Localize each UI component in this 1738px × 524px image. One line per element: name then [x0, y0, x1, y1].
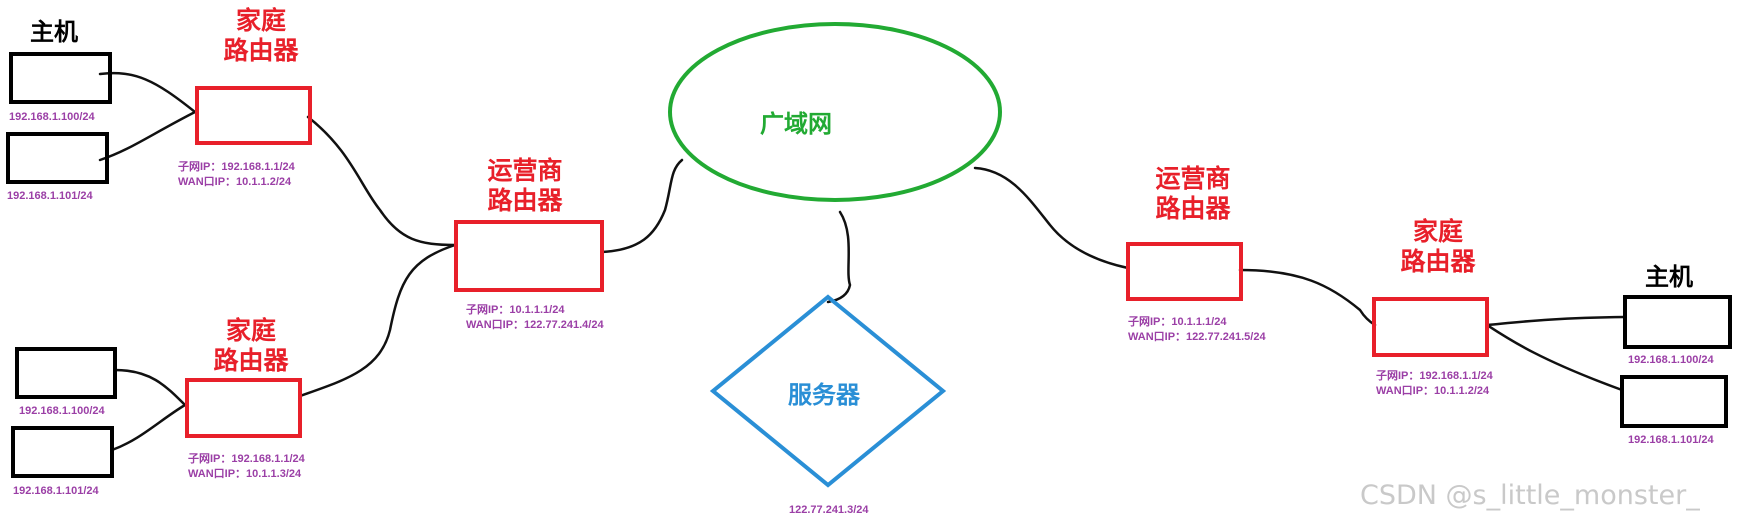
link-homerouter-host5 [1485, 315, 1627, 327]
watermark: CSDN @s_little_monster_ [1360, 480, 1700, 511]
host-ip-left-top-2: 192.168.1.101/24 [7, 190, 93, 202]
subnet-ip: 子网IP：192.168.1.1/24 [1376, 370, 1493, 382]
server-label: 服务器 [788, 382, 860, 409]
isp-router-right [1126, 242, 1243, 301]
host-box-right-1 [1623, 295, 1732, 349]
wan-port-ip: WAN口IP：122.77.241.4/24 [466, 319, 604, 331]
wan-label: 广域网 [760, 111, 832, 138]
home-router-title-line2: 路由器 [223, 37, 299, 65]
home-router-left-top [195, 86, 312, 145]
isp-router-right-info: 子网IP：10.1.1.1/24 WAN口IP：122.77.241.5/24 [1128, 315, 1266, 345]
wan-port-ip: WAN口IP：10.1.1.3/24 [188, 468, 302, 480]
subnet-ip: 子网IP：192.168.1.1/24 [188, 453, 305, 465]
link-wan-server [826, 210, 852, 304]
isp-router-title-line2: 路由器 [487, 187, 563, 215]
host-box-left-bottom-2 [11, 426, 114, 478]
host-ip-right-2: 192.168.1.101/24 [1628, 434, 1714, 446]
home-router-title-line2: 路由器 [1400, 248, 1476, 276]
link-wan-isp-right [973, 166, 1130, 270]
link-host1-homerouter1 [98, 72, 197, 114]
host-title-right: 主机 [1645, 264, 1693, 291]
home-router-title-line1: 家庭 [225, 317, 276, 345]
host-title-left: 主机 [30, 19, 78, 46]
link-host3-homerouter3 [113, 368, 187, 407]
host-ip-left-bottom-2: 192.168.1.101/24 [13, 485, 99, 497]
home-router-title-line2: 路由器 [213, 347, 289, 375]
link-isp-wan [600, 158, 684, 254]
wan-cloud [668, 22, 1002, 202]
host-box-left-top-1 [9, 52, 112, 104]
wan-port-ip: WAN口IP：122.77.241.5/24 [1128, 331, 1266, 343]
wan-port-ip: WAN口IP：10.1.1.2/24 [1376, 385, 1490, 397]
home-router-left-top-info: 子网IP：192.168.1.1/24 WAN口IP：10.1.1.2/24 [178, 160, 295, 190]
host-ip-right-1: 192.168.1.100/24 [1628, 354, 1714, 366]
home-router-title-left-top: 家庭 路由器 [216, 6, 306, 66]
link-host4-homerouter3 [110, 403, 187, 452]
link-homerouter-host6 [1485, 323, 1624, 392]
subnet-ip: 子网IP：10.1.1.1/24 [1128, 316, 1227, 328]
host-ip-left-top-1: 192.168.1.100/24 [9, 111, 95, 123]
link-homerouter1-isp [306, 115, 457, 247]
link-host2-homerouter1 [98, 110, 197, 162]
subnet-ip: 子网IP：192.168.1.1/24 [178, 161, 295, 173]
isp-router-title-line1: 运营商 [1155, 165, 1231, 193]
home-router-right [1372, 297, 1489, 357]
link-homerouter3-isp [298, 243, 457, 398]
home-router-title-line1: 家庭 [1412, 218, 1463, 246]
isp-router-title-line2: 路由器 [1155, 195, 1231, 223]
isp-router-title-line1: 运营商 [487, 157, 563, 185]
link-isp-right-homerouter [1238, 268, 1377, 327]
host-box-left-bottom-1 [15, 347, 117, 399]
isp-router-title-left: 运营商 路由器 [470, 156, 580, 216]
home-router-right-info: 子网IP：192.168.1.1/24 WAN口IP：10.1.1.2/24 [1376, 369, 1493, 399]
host-ip-left-bottom-1: 192.168.1.100/24 [19, 405, 105, 417]
server-node [709, 294, 947, 488]
home-router-title-line1: 家庭 [235, 7, 286, 35]
home-router-title-left-bottom: 家庭 路由器 [206, 316, 296, 376]
server-ip: 122.77.241.3/24 [789, 504, 869, 516]
isp-router-left-info: 子网IP：10.1.1.1/24 WAN口IP：122.77.241.4/24 [466, 303, 604, 333]
subnet-ip: 子网IP：10.1.1.1/24 [466, 304, 565, 316]
host-box-left-top-2 [6, 132, 109, 184]
isp-router-title-right: 运营商 路由器 [1138, 164, 1248, 224]
home-router-left-bottom-info: 子网IP：192.168.1.1/24 WAN口IP：10.1.1.3/24 [188, 452, 305, 482]
wan-port-ip: WAN口IP：10.1.1.2/24 [178, 176, 292, 188]
host-box-right-2 [1620, 375, 1728, 428]
home-router-left-bottom [185, 378, 302, 438]
isp-router-left [454, 220, 604, 292]
home-router-title-right: 家庭 路由器 [1393, 217, 1483, 277]
